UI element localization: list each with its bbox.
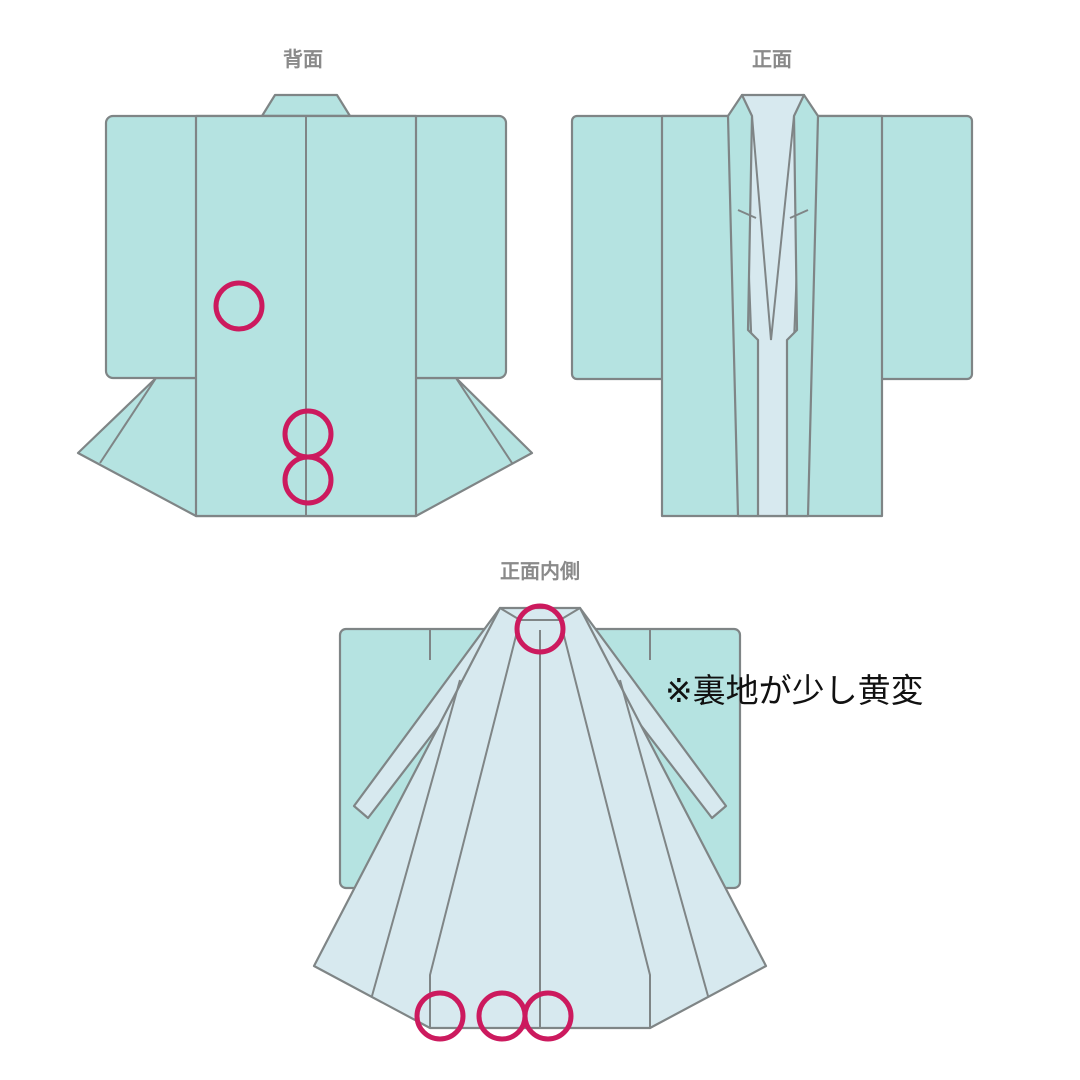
front-collar-right [785,93,820,518]
inside-collar-seam [499,607,581,621]
stain-marker [514,603,566,655]
inside-stain-markers [414,603,574,1042]
front-collar-seam-left [737,209,757,219]
inside-panel-seam-left [371,679,461,997]
inside-panel-seam-right [619,679,709,997]
back-gusset-seam-right [455,377,513,464]
back-stain-markers [213,280,334,506]
back-gusset-seam-left [99,377,157,464]
stain-marker [213,280,265,332]
front-collar-left [726,93,760,518]
stain-marker [522,990,574,1042]
front-collar-seam-right [789,209,809,219]
inside-seam-right [559,619,651,1028]
back-view-label: 背面 [283,47,323,71]
front-collar-v [751,115,795,341]
front-inside-view: 正面内側 [312,559,768,1042]
back-view: 背面 [76,47,534,518]
stain-marker [282,454,334,506]
front-inside-view-label: 正面内側 [500,559,580,583]
stain-marker [414,990,466,1042]
back-collar [260,93,352,118]
front-view: 正面 [570,47,974,518]
lining-yellowing-note: ※裏地が少し黄変 [665,671,924,710]
inside-seam-left [429,619,521,1028]
front-view-label: 正面 [752,47,792,71]
